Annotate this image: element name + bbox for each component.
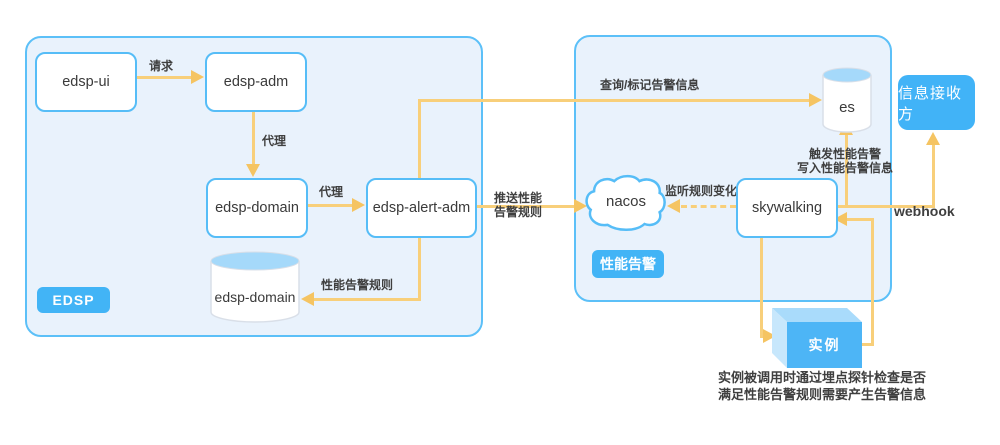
edge-push-label-line2: 告警规则 — [493, 205, 542, 219]
edge-webhook-vline — [932, 145, 935, 207]
edge-push-arrowhead — [574, 199, 587, 213]
edge-proxy-adm-line — [252, 108, 255, 165]
node-instance-label: 实例 — [808, 337, 841, 353]
edge-perf-rule-vline — [418, 234, 421, 300]
edge-proxy-domain-arrowhead — [352, 198, 365, 212]
edge-listen-dashed-line — [681, 205, 736, 208]
edge-push-label: 推送性能 告警规则 — [489, 191, 547, 219]
database-cylinder-icon — [822, 67, 872, 133]
instance-caption-line2: 满足性能告警规则需要产生告警信息 — [718, 387, 927, 402]
edge-trigger-vline — [845, 135, 848, 207]
node-edsp-ui: edsp-ui — [35, 52, 137, 112]
edge-push-label-line1: 推送性能 — [493, 191, 542, 205]
edge-proxy-domain-line — [304, 204, 354, 207]
instance-caption-line1: 实例被调用时通过埋点探针检查是否 — [718, 370, 927, 385]
node-edsp-domain-db: edsp-domain — [210, 251, 300, 323]
edge-proxy-domain-label: 代理 — [318, 185, 343, 199]
edge-webhook-label: webhook — [894, 203, 955, 219]
database-cylinder-icon — [210, 251, 300, 323]
edsp-group-badge: EDSP — [37, 287, 110, 313]
edge-proxy-adm-arrowhead — [246, 164, 260, 177]
edge-listen-arrowhead — [667, 199, 680, 213]
edge-instance-to-sky-hline2 — [847, 218, 874, 221]
edge-trigger-label: 触发性能告警 写入性能告警信息 — [792, 147, 898, 175]
node-es: es — [822, 67, 872, 133]
edge-query-label: 查询/标记告警信息 — [600, 78, 700, 92]
perf-alert-group-badge: 性能告警 — [592, 250, 664, 278]
node-es-label: es — [839, 98, 855, 116]
edge-webhook-arrowhead — [926, 132, 940, 145]
edge-instance-to-sky-hline1 — [862, 343, 874, 346]
edge-perf-rule-label: 性能告警规则 — [321, 278, 394, 292]
node-nacos: nacos — [584, 174, 668, 232]
edge-request-arrowhead — [191, 70, 204, 84]
edge-request-label: 请求 — [148, 59, 173, 73]
cube-icon — [772, 308, 862, 368]
node-skywalking: skywalking — [736, 178, 838, 238]
edge-push-line — [473, 205, 575, 208]
node-receiver: 信息接收方 — [898, 75, 975, 130]
node-edsp-domain: edsp-domain — [206, 178, 308, 238]
node-instance: 实例 — [770, 306, 864, 370]
edge-perf-rule-hline — [314, 298, 421, 301]
node-edsp-adm: edsp-adm — [205, 52, 307, 112]
edge-proxy-adm-label: 代理 — [262, 134, 287, 148]
edge-trigger-label-line1: 触发性能告警 — [808, 147, 881, 161]
node-edsp-alert-adm: edsp-alert-adm — [366, 178, 477, 238]
edge-trunk-hline — [834, 205, 935, 208]
edge-query-arrowhead — [809, 93, 822, 107]
edge-request-line — [133, 76, 193, 79]
edge-instance-to-sky-vline — [871, 220, 874, 346]
instance-caption: 实例被调用时通过埋点探针检查是否 满足性能告警规则需要产生告警信息 — [718, 369, 926, 403]
edge-query-hline — [418, 99, 810, 102]
edge-perf-rule-arrowhead — [301, 292, 314, 306]
edge-sky-to-instance-vline — [760, 234, 763, 338]
edge-query-vline — [418, 100, 421, 178]
node-edsp-domain-db-label: edsp-domain — [214, 289, 296, 305]
edge-listen-label: 监听规则变化 — [665, 184, 738, 198]
node-nacos-label: nacos — [605, 192, 647, 210]
edge-trigger-label-line2: 写入性能告警信息 — [796, 161, 893, 175]
cloud-icon — [585, 174, 666, 232]
